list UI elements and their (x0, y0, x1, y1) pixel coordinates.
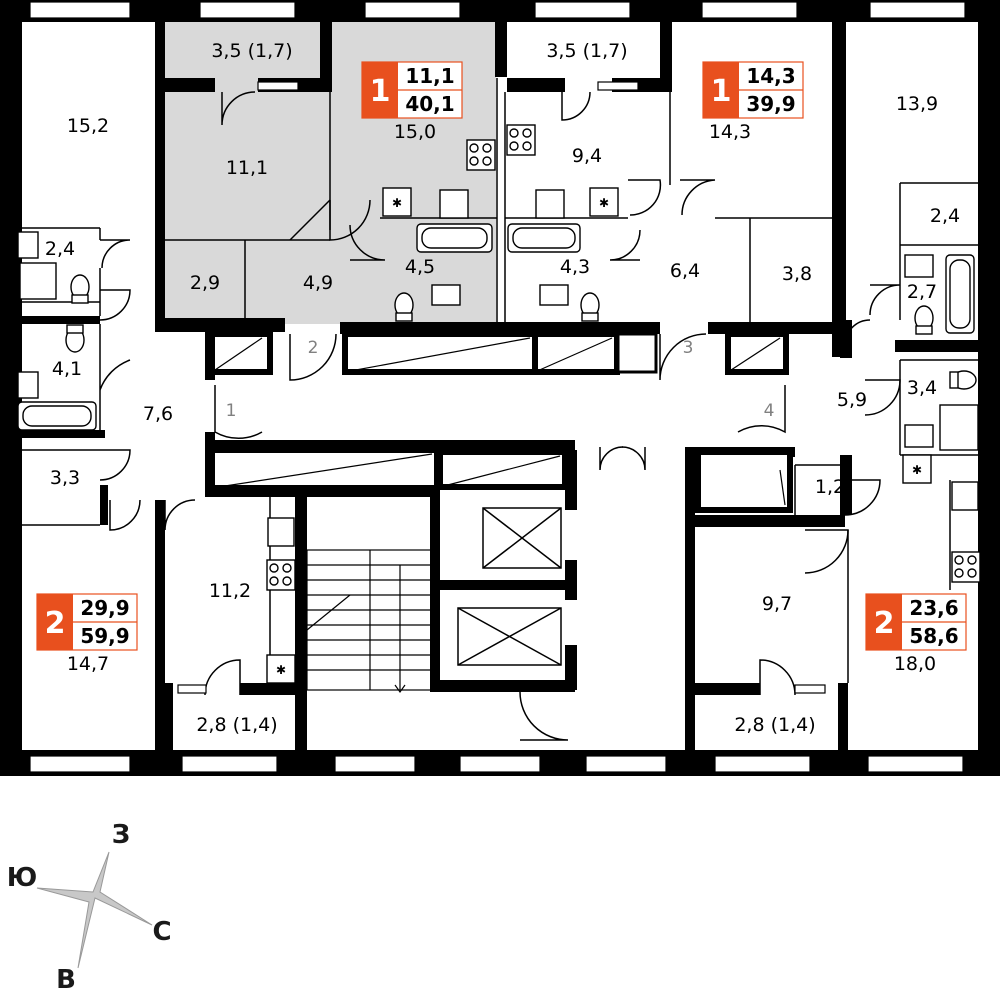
compass-star-icon (36, 851, 153, 969)
svg-text:✱: ✱ (276, 663, 286, 677)
compass-south-label: В (56, 965, 76, 995)
badge-rooms: 1 (370, 74, 391, 109)
room-area-label: 15,0 (394, 121, 436, 143)
room-area-label: 3,8 (782, 263, 812, 285)
room-area-label: 14,3 (709, 121, 751, 143)
room-area-label: 1,2 (815, 476, 845, 498)
apartment-badge-1: 1 11,1 40,1 (361, 61, 463, 119)
badge-rooms: 2 (874, 606, 895, 641)
room-labels: 3,5 (1,7) 15,0 11,1 2,9 4,9 4,5 3,5 (1,7… (45, 40, 960, 736)
svg-text:✱: ✱ (392, 196, 402, 210)
elevators (457, 507, 562, 666)
room-area-label: 6,4 (670, 260, 700, 282)
room-area-label: 4,3 (560, 256, 590, 278)
svg-text:✱: ✱ (912, 463, 922, 477)
badge-total-area: 40,1 (405, 92, 454, 116)
compass-east-label: С (152, 917, 171, 947)
fridge-icons: ✱ ✱ ✱ ✱ (266, 187, 932, 684)
badge-living-area: 14,3 (746, 64, 795, 88)
svg-text:✱: ✱ (599, 196, 609, 210)
room-area-label: 2,4 (45, 238, 75, 260)
room-area-label: 2,4 (930, 205, 960, 227)
room-area-label: 9,4 (572, 145, 602, 167)
windows-bottom (29, 755, 964, 773)
room-area-label: 3,5 (1,7) (211, 40, 292, 62)
room-area-label: 18,0 (894, 653, 936, 675)
stair-label: 4 (764, 401, 775, 421)
badge-living-area: 29,9 (80, 596, 129, 620)
badge-living-area: 23,6 (909, 596, 958, 620)
partitions (18, 78, 978, 683)
room-area-label: 7,6 (143, 403, 173, 425)
room-area-label: 3,5 (1,7) (546, 40, 627, 62)
room-area-label: 11,2 (209, 580, 251, 602)
room-area-label: 2,8 (1,4) (734, 714, 815, 736)
room-area-label: 13,9 (896, 93, 938, 115)
compass-west-label: Ю (7, 863, 38, 893)
room-area-label: 2,8 (1,4) (196, 714, 277, 736)
shower-icons (19, 262, 979, 451)
room-area-label: 2,7 (907, 281, 937, 303)
compass-north-label: З (112, 820, 130, 850)
sink-icons (17, 189, 979, 547)
room-area-label: 14,7 (67, 653, 109, 675)
compass: З С В Ю (7, 820, 172, 995)
room-area-label: 9,7 (762, 593, 792, 615)
staircase (306, 549, 433, 694)
toilet-icons (65, 274, 977, 390)
room-area-label: 15,2 (67, 115, 109, 137)
apartment-badge-3: 2 29,9 59,9 (36, 593, 138, 651)
room-area-label: 4,9 (303, 272, 333, 294)
stair-labels: 1 2 3 4 (226, 338, 775, 421)
apartment-badge-2: 1 14,3 39,9 (702, 61, 804, 119)
badge-total-area: 39,9 (746, 92, 795, 116)
balcony-rails (177, 81, 826, 694)
badge-total-area: 59,9 (80, 624, 129, 648)
stair-label: 2 (308, 338, 319, 358)
stove-icons (266, 124, 981, 591)
badge-total-area: 58,6 (909, 624, 958, 648)
room-area-label: 5,9 (837, 389, 867, 411)
apartment-badge-4: 2 23,6 58,6 (865, 593, 967, 651)
badge-rooms: 1 (711, 74, 732, 109)
badge-living-area: 11,1 (405, 64, 454, 88)
windows-top (29, 1, 966, 19)
room-area-label: 11,1 (226, 157, 268, 179)
bathtub-icons (17, 223, 975, 431)
stair-label: 1 (226, 401, 237, 421)
room-area-label: 3,3 (50, 467, 80, 489)
stair-label: 3 (683, 338, 694, 358)
doors (99, 91, 901, 741)
badge-rooms: 2 (45, 606, 66, 641)
room-area-label: 3,4 (907, 377, 937, 399)
room-area-label: 4,1 (52, 358, 82, 380)
room-area-label: 4,5 (405, 256, 435, 278)
shafts (209, 331, 793, 513)
room-area-label: 2,9 (190, 272, 220, 294)
